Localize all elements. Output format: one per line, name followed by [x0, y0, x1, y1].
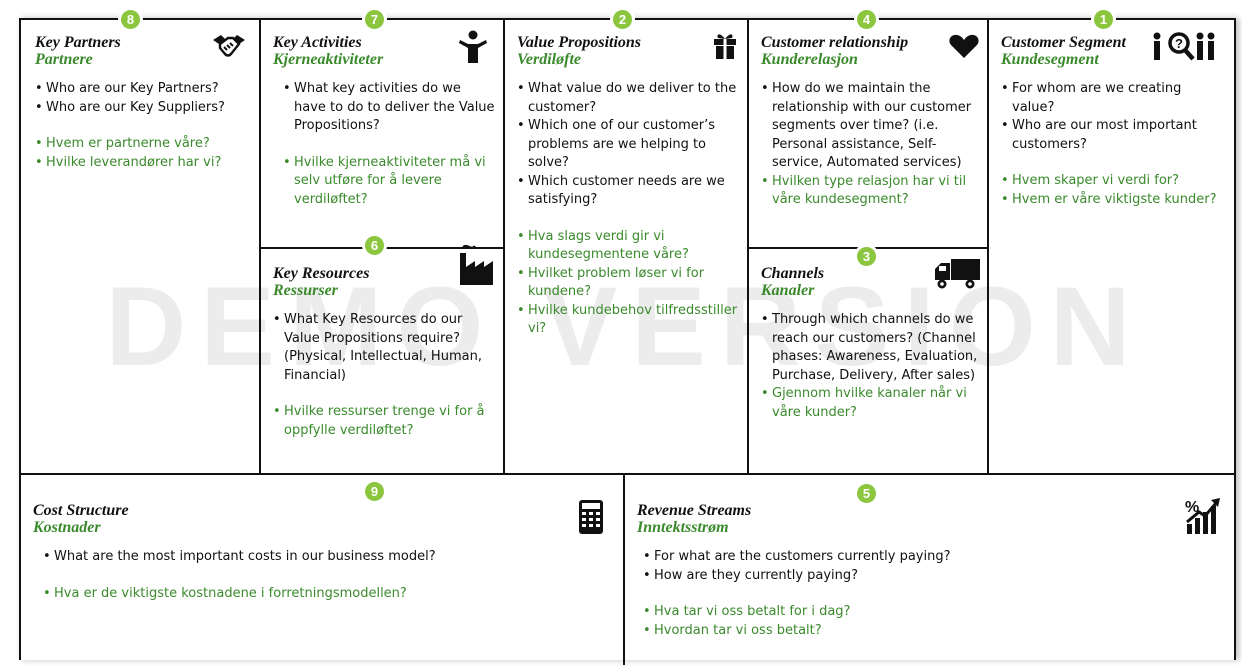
value-propositions-title: Value Propositions	[517, 34, 642, 51]
divider-v1	[259, 20, 261, 475]
key-partners-q-en-1: Who are our Key Partners?	[35, 80, 257, 99]
channels-title: Channels	[761, 265, 825, 282]
badge-cost-structure: 9	[365, 482, 384, 501]
revenue-chart-icon: %	[1185, 498, 1220, 534]
truck-icon	[935, 259, 980, 289]
cost-structure-title: Cost Structure	[33, 502, 129, 519]
badge-key-activities: 7	[365, 10, 384, 29]
badge-revenue-streams: 5	[857, 484, 876, 503]
customer-relationship-block: Customer relationship Kunderelasjon How …	[761, 34, 979, 210]
key-partners-q-no-1: Hvem er partnerne våre?	[35, 135, 257, 154]
key-partners-q-en-2: Who are our Key Suppliers?	[35, 99, 257, 118]
divider-v4	[987, 20, 989, 475]
key-activities-q-no-1: Hvilke kjerneaktiviteter må vi selv utfø…	[283, 154, 495, 210]
gift-icon	[714, 34, 736, 59]
value-propositions-block: Value Propositions Verdiløfte What value…	[517, 34, 739, 339]
key-activities-title-no: Kjerneaktiviteter	[273, 51, 384, 68]
key-resources-q-no-1: Hvilke ressurser trenge vi for å oppfyll…	[273, 403, 495, 440]
divider-v-bottom	[623, 475, 625, 665]
customer-relationship-title-no: Kunderelasjon	[761, 51, 858, 68]
channels-q-en-1: Through which channels do we reach our c…	[761, 311, 979, 385]
channels-title-no: Kanaler	[761, 282, 815, 299]
channels-block: Channels Kanaler Through which channels …	[761, 259, 980, 422]
revenue-streams-title: Revenue Streams	[637, 502, 752, 519]
revenue-streams-q-no-1: Hva tar vi oss betalt for i dag?	[643, 603, 1223, 622]
key-partners-title-no: Partnere	[35, 51, 93, 68]
revenue-streams-q-no-2: Hvordan tar vi oss betalt?	[643, 622, 1223, 641]
customer-relationship-q-en-1: How do we maintain the relationship with…	[761, 80, 979, 173]
key-resources-q-en-1: What Key Resources do our Value Proposit…	[273, 311, 495, 385]
svg-text:?: ?	[1175, 36, 1183, 51]
customer-segment-q-en-2: Who are our most important customers?	[1001, 117, 1223, 154]
svg-text:%: %	[1185, 499, 1199, 516]
badge-value-propositions: 2	[613, 10, 632, 29]
key-activities-q-en-1: What key activities do we have to do to …	[283, 80, 495, 136]
key-activities-title: Key Activities	[273, 34, 362, 51]
handshake-icon	[213, 35, 245, 57]
divider-h-bottom	[21, 473, 1234, 475]
channels-q-no-1: Gjennom hvilke kanaler når vi våre kunde…	[761, 385, 979, 422]
value-propositions-q-no-1: Hva slags verdi gir vi kundesegmentene v…	[517, 228, 739, 265]
cost-structure-q-no-1: Hva er de viktigste kostnadene i forretn…	[43, 585, 619, 604]
value-propositions-title-no: Verdiløfte	[517, 51, 581, 68]
customer-relationship-title: Customer relationship	[761, 34, 909, 51]
key-partners-block: Key Partners Partnere Who are our Key Pa…	[35, 34, 257, 172]
badge-customer-relationship: 4	[857, 10, 876, 29]
revenue-streams-title-no: Inntektsstrøm	[637, 519, 729, 536]
badge-channels: 3	[857, 247, 876, 266]
revenue-streams-q-en-1: For what are the customers currently pay…	[643, 548, 1223, 567]
badge-customer-segment: 1	[1094, 10, 1113, 29]
badge-key-resources: 6	[365, 236, 384, 255]
cost-structure-block: Cost Structure Kostnader What are the mo…	[33, 500, 619, 604]
factory-icon	[460, 244, 493, 285]
value-propositions-q-no-3: Hvilke kundebehov tilfredsstiller vi?	[517, 302, 739, 339]
key-partners-title: Key Partners	[35, 34, 121, 51]
key-resources-block: Key Resources Ressurser What Key Resourc…	[273, 244, 495, 440]
value-propositions-q-no-2: Hvilket problem løser vi for kundene?	[517, 265, 739, 302]
badge-key-partners: 8	[121, 10, 140, 29]
customer-segment-block: Customer Segment Kundesegment ? For whom…	[1001, 32, 1223, 210]
cost-structure-q-en-1: What are the most important costs in our…	[43, 548, 619, 567]
value-propositions-q-en-1: What value do we deliver to the customer…	[517, 80, 739, 117]
value-propositions-q-en-3: Which customer needs are we satisfying?	[517, 173, 739, 210]
customer-search-icon: ?	[1153, 32, 1215, 61]
value-propositions-q-en-2: Which one of our customer’s problems are…	[517, 117, 739, 173]
key-resources-title: Key Resources	[273, 265, 370, 282]
divider-v2	[503, 20, 505, 475]
customer-segment-title-no: Kundesegment	[1001, 51, 1099, 68]
revenue-streams-block: Revenue Streams Inntektsstrøm % For what…	[637, 498, 1223, 641]
key-resources-title-no: Ressurser	[273, 282, 338, 299]
business-model-canvas: 8 7 2 4 1 6 3 9 5 Key Partners Partnere …	[19, 10, 1236, 665]
customer-segment-title: Customer Segment	[1001, 34, 1126, 51]
key-activities-block: Key Activities Kjerneaktiviteter What ke…	[273, 30, 495, 210]
calculator-icon	[579, 500, 603, 534]
customer-relationship-q-no-1: Hvilken type relasjon har vi til våre ku…	[761, 173, 979, 210]
person-icon	[459, 30, 487, 63]
revenue-streams-q-en-2: How are they currently paying?	[643, 567, 1223, 586]
customer-segment-q-no-2: Hvem er våre viktigste kunder?	[1001, 191, 1223, 210]
divider-v3	[747, 20, 749, 475]
customer-segment-q-no-1: Hvem skaper vi verdi for?	[1001, 172, 1223, 191]
key-partners-q-no-2: Hvilke leverandører har vi?	[35, 154, 257, 173]
customer-segment-q-en-1: For whom are we creating value?	[1001, 80, 1223, 117]
cost-structure-title-no: Kostnader	[33, 519, 101, 536]
heart-icon	[949, 34, 979, 58]
